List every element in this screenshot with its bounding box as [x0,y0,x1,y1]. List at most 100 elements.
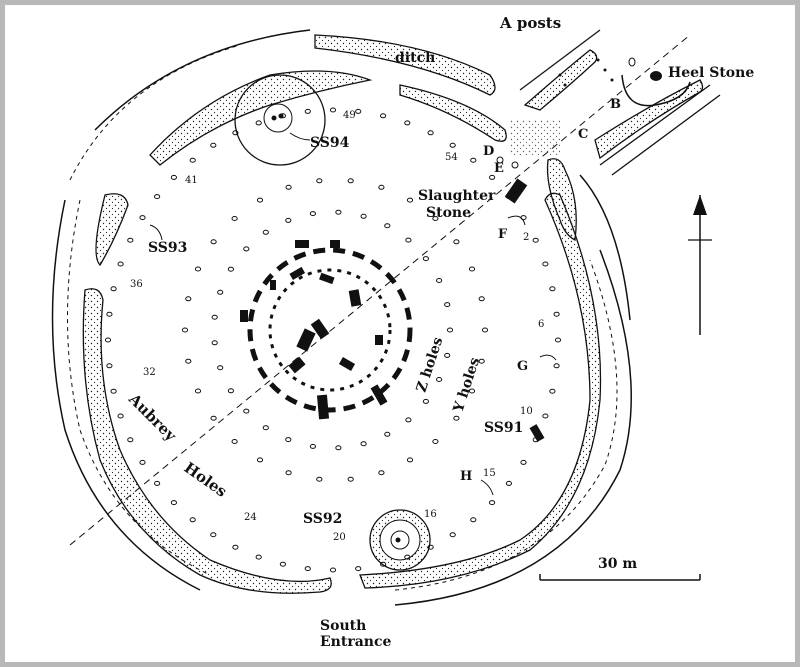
y-hole [347,476,354,482]
y-hole [378,470,385,476]
solstice-axis [69,34,691,546]
label-h: H [460,469,472,484]
aubrey-hole [279,113,286,119]
aubrey-hole [110,286,117,292]
y-hole [185,296,192,302]
y-hole [316,178,323,184]
z-hole [436,278,443,283]
z-hole [360,441,367,447]
slaughter-stone [504,178,528,204]
z-hole [243,408,250,414]
y-hole [432,439,439,444]
aubrey-hole [210,142,217,148]
label-b: B [610,97,621,112]
y-hole [285,470,292,476]
y-hole [432,216,439,221]
y-hole [378,184,385,190]
aubrey-hole [380,561,387,567]
z-hole [436,377,443,382]
aubrey-hole [427,544,434,550]
aubrey-hole [355,566,362,572]
hole-number-20: 20 [333,532,346,543]
label-ss92: SS92 [303,511,342,527]
aubrey-hole [404,554,411,560]
heel-stone [650,71,662,81]
label-c: C [578,127,588,142]
aubrey-hole [106,311,113,317]
y-hole [478,296,485,302]
hole-number-41: 41 [185,175,198,186]
aubrey-hole [549,388,556,394]
label-scale: 30 m [598,556,637,572]
y-hole [194,266,202,272]
y-hole [406,457,414,463]
aubrey-hole [549,286,556,292]
aubrey-hole [449,532,456,538]
z-hole [262,229,269,235]
aubrey-hole [470,157,477,163]
aubrey-hole [304,108,311,114]
aubrey-hole [532,237,539,243]
y-hole [347,178,354,184]
label-entrance: Entrance [320,634,391,650]
z-hole [309,211,316,217]
z-hole [444,302,451,308]
hole-number-16: 16 [424,509,437,520]
aubrey-hole [329,567,337,573]
y-hole [453,415,460,421]
y-hole [481,327,489,333]
aubrey-hole [329,107,337,113]
aubrey-hole [520,459,527,465]
aubrey-hole [255,120,262,126]
aubrey-hole [470,517,477,523]
label-holes: Holes [181,459,231,501]
z-hole [211,314,218,320]
aubrey-hole [232,544,239,550]
z-hole [211,340,218,346]
z-hole [405,237,412,243]
y-hole [316,476,323,482]
aubrey-hole [104,337,112,343]
aubrey-hole [170,174,177,180]
hole-number-10: 10 [520,406,533,417]
y-hole [453,239,460,245]
y-hole [285,184,292,190]
station-ss92 [369,509,431,571]
y-hole [194,388,202,394]
y-hole [468,266,476,272]
aubrey-hole [542,413,549,419]
aubrey-hole [449,142,456,148]
z-hole [243,246,250,252]
label-south: South [320,618,366,634]
hole-number-54: 54 [445,152,458,163]
hole-number-6: 6 [538,319,544,330]
label-aubrey: Aubrey [124,389,180,445]
label-stone: Stone [426,205,471,221]
z-hole [335,209,342,215]
z-hole [422,256,429,262]
north-arrow [688,195,712,335]
aubrey-hole [542,261,549,267]
aubrey-hole [380,113,387,119]
label-f: F [498,227,508,242]
aubrey-hole [170,500,177,506]
y-hole [231,216,238,221]
aubrey-hole [154,194,161,200]
z-hole [422,398,429,404]
scale-bar [539,574,701,581]
label-g: G [517,359,528,374]
z-hole [384,431,391,437]
heel-stone-ditch [621,74,691,107]
label-e: E [494,161,504,176]
hole-number-15: 15 [483,468,496,479]
y-holes-ring [181,178,489,482]
aubrey-holes-ring [104,107,562,573]
hole-number-49: 49 [343,110,356,121]
aubrey-hole [189,517,196,523]
aubrey-hole [139,459,146,465]
y-hole [185,358,192,364]
aubrey-hole [255,554,262,560]
outer-ditch [51,29,632,606]
z-hole [309,443,316,449]
aubrey-hole [127,237,134,243]
